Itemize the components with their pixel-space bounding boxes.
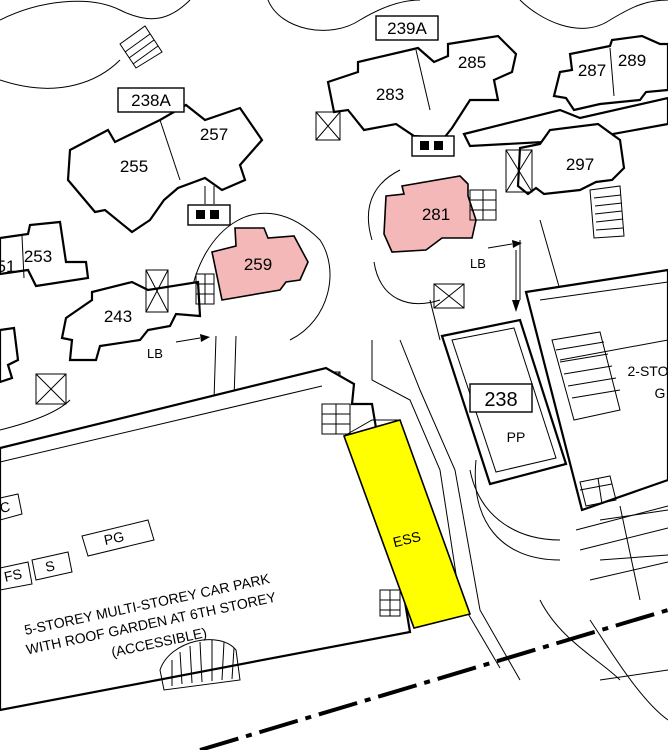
block-238 [440,318,568,486]
grid-box-243 [195,273,215,305]
c-label: C [0,498,12,516]
block-257: 257 [200,125,228,144]
lift-lobby-label-right: LB [470,256,486,271]
block-285: 285 [458,53,486,72]
block-239a-label: 239A [375,15,439,41]
block-259 [211,227,309,301]
block-251-253 [0,220,90,288]
utility-box-238 [433,283,465,309]
block-297 [516,122,626,196]
block-253: 253 [24,247,52,266]
arrow-icon-left [175,334,210,343]
grid-box-281 [469,189,497,221]
pp-label: PP [507,429,526,445]
block-283-285 [326,34,518,140]
two-storey-label-2: G [655,385,666,401]
staircase-297 [589,185,625,239]
boundary-line [199,608,668,750]
block-251: 51 [0,257,15,276]
s-label: S [44,557,56,575]
stair-core-icon-2 [411,135,455,157]
block-238a-label: 238A [117,87,185,113]
block-283: 283 [376,85,404,104]
fs-label: FS [3,565,24,584]
right-lower-buildings [575,505,668,601]
block-289: 289 [618,51,646,70]
stair-core-icon [187,186,231,226]
two-storey-label-1: 2-STO [628,363,668,379]
ess-substation [342,419,472,629]
block-281-label: 281 [422,205,450,224]
block-287-289 [552,34,668,112]
two-storey-building [524,268,668,512]
block-287: 287 [578,61,606,80]
pg-label: PG [102,528,125,548]
utility-box-297 [505,149,533,193]
staircase-top-left [119,25,163,69]
carpark-ramp [159,639,241,691]
block-255: 255 [120,157,148,176]
utility-box-top-mid [315,111,341,141]
arrow-icon-right [487,240,522,312]
block-297-label: 297 [566,155,594,174]
ess-label: ESS [391,528,422,550]
block-238-label: 238 [484,389,517,411]
utility-box-243 [145,269,169,313]
block-255-257 [66,103,264,234]
covered-walkway-top-right [462,96,668,148]
multi-storey-car-park [0,366,412,712]
carpark-kiosks [0,493,155,591]
left-building-fragment [0,326,20,384]
utility-box-mid-left [35,373,67,405]
block-243 [60,280,202,362]
lift-lobby-label-left: LB [147,346,163,361]
block-259-label: 259 [244,255,272,274]
block-239a: 239A [387,19,427,38]
block-243-label: 243 [104,307,132,326]
block-238a: 238A [131,91,171,110]
